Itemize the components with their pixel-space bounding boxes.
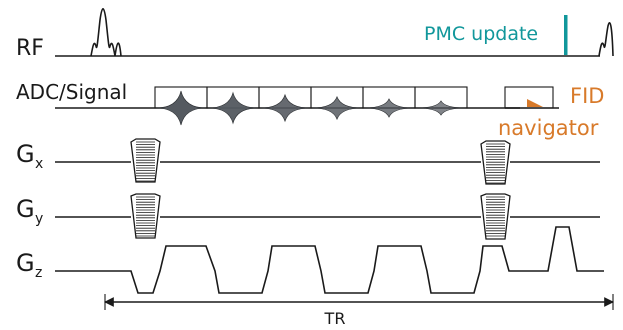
gx-label-main: G <box>16 140 35 168</box>
gy-row <box>55 193 600 240</box>
gz-waveform <box>55 226 604 294</box>
gz-label-sub: z <box>35 265 42 281</box>
echo-signal-icon <box>415 100 467 116</box>
gx-phase-encode-table-icon <box>130 138 161 183</box>
tr-label: TR <box>324 309 346 328</box>
echo-train <box>154 86 468 126</box>
pmc-update-text: PMC update <box>424 23 538 45</box>
echo-signal-icon <box>207 91 259 125</box>
gy-label-sub: y <box>35 211 43 227</box>
navigator-text: navigator <box>498 116 599 140</box>
gradient-hexagon-outline <box>130 193 161 239</box>
fid-adc-window-icon <box>504 86 554 109</box>
rf-label: RF <box>16 36 44 61</box>
pmc-update-marker <box>564 15 568 55</box>
adc-signal-label: ADC/Signal <box>16 80 127 104</box>
rf-pulse-icon <box>90 7 122 57</box>
gz-label-main: G <box>16 249 35 277</box>
rf-pulse-next-icon <box>598 22 614 57</box>
echo-signal-icon <box>363 98 415 118</box>
gx-rewind-table-icon <box>480 140 511 185</box>
fid-navigator <box>504 86 559 109</box>
gx-row <box>55 138 600 185</box>
echo-signal-icon <box>155 90 207 126</box>
fid-text: FID <box>570 84 604 108</box>
gx-label-sub: x <box>35 156 43 172</box>
gy-phase-encode-table-icon <box>130 193 161 239</box>
gz-row <box>55 226 604 294</box>
gy-label-main: G <box>16 195 35 223</box>
gx-label: G x <box>16 140 43 172</box>
fid-signal-icon <box>527 99 543 107</box>
gy-label: G y <box>16 195 43 227</box>
echo-signal-icon <box>311 95 363 121</box>
echo-signal-icon <box>259 93 311 123</box>
gz-label: G z <box>16 249 42 281</box>
gradient-hexagon-outline <box>480 193 511 240</box>
gy-rewind-table-icon <box>480 193 511 240</box>
